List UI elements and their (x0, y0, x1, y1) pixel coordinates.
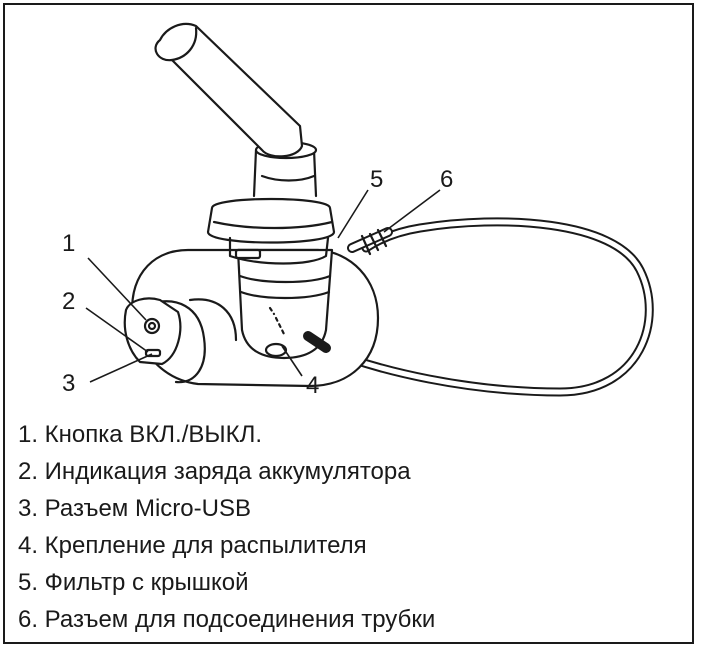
callout-2: 2 (62, 288, 76, 315)
legend-item-filter-cap: 5. Фильтр с крышкой (18, 569, 249, 596)
legend-item-tube-connector: 6. Разъем для подсоединения трубки (18, 606, 436, 633)
leader-line-1 (87, 257, 147, 321)
legend-item-power-button: 1. Кнопка ВКЛ./ВЫКЛ. (18, 421, 263, 448)
callout-4: 4 (306, 372, 320, 399)
callout-1: 1 (62, 230, 76, 257)
legend-item-nebulizer-mount: 4. Крепление для распылителя (18, 532, 367, 559)
medication-cup (236, 248, 334, 360)
mouthpiece (154, 22, 304, 158)
filter-cap (206, 197, 336, 244)
leader-line-5 (337, 189, 369, 239)
callout-6: 6 (440, 166, 454, 193)
callout-3: 3 (62, 370, 76, 397)
legend-list: 1. Кнопка ВКЛ./ВЫКЛ. 2. Индикация заряда… (18, 416, 435, 638)
legend-item-battery-indicator: 2. Индикация заряда аккумулятора (18, 458, 411, 485)
leader-line-2 (85, 307, 149, 353)
callout-5: 5 (370, 166, 384, 193)
legend-item-micro-usb: 3. Разъем Micro-USB (18, 495, 251, 522)
leader-line-6 (383, 189, 441, 233)
leader-line-4 (281, 345, 303, 377)
leader-line-3 (89, 353, 153, 383)
